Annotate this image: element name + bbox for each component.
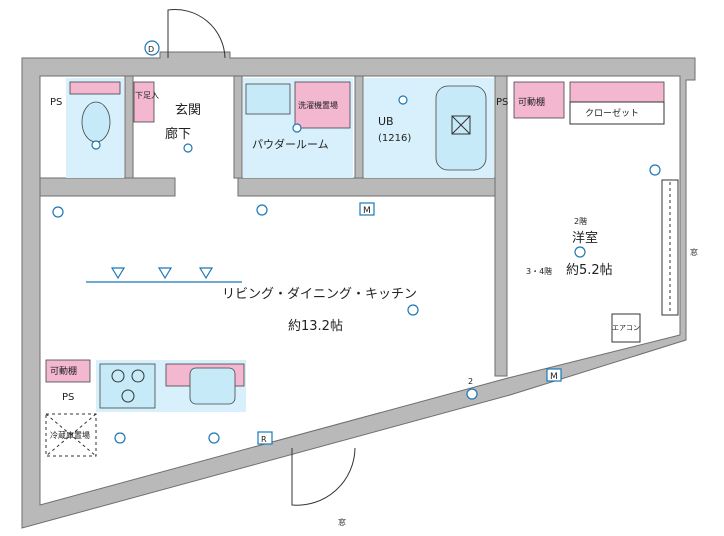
shoebox-cabinet: [133, 81, 155, 123]
socket-icon: [256, 204, 268, 216]
wall-powder-ub: [354, 75, 364, 179]
socket-icon: [649, 164, 661, 176]
powder-room-label: パウダールーム: [252, 137, 329, 151]
d-icon: [144, 40, 160, 56]
movable-shelf-top: [513, 81, 565, 119]
ldk-light-icon: [407, 304, 419, 316]
right-window: [661, 179, 679, 316]
ps-top-right-label: PS: [496, 97, 508, 108]
washer-space: [294, 81, 351, 129]
balcony-right-label: 窓: [690, 247, 698, 257]
cooktop: [99, 363, 156, 409]
socket-icon: [466, 388, 478, 400]
closet-shelf: [569, 81, 665, 103]
ps-top-left-label: PS: [50, 97, 62, 108]
light-34kai-label: 3・4階: [526, 266, 552, 276]
yoshitsu-label: 洋室: [572, 230, 598, 246]
toilet-light-icon: [91, 140, 101, 150]
aircon-label: エアコン: [612, 324, 640, 332]
upper-divider-wall-left: [39, 177, 176, 197]
m-label-1: M: [363, 206, 371, 216]
m-label-2: M: [550, 372, 558, 382]
light-2kai-label: 2階: [574, 216, 587, 226]
hall-light-icon: [183, 143, 193, 153]
r-label: R: [261, 435, 267, 444]
ub-light-icon: [398, 95, 408, 105]
wall-genkan-powder: [233, 75, 243, 179]
ldk-label: リビング・ダイニング・キッチン: [222, 287, 417, 302]
socket-icon: [52, 206, 64, 218]
socket-icon: [208, 432, 220, 444]
ub-size-label: (1216): [378, 133, 411, 144]
kitchen-sink: [189, 367, 236, 405]
movable-shelf-kitchen: [45, 359, 91, 383]
shoebox-label: 下足入: [135, 91, 159, 100]
washer-label: 洗濯機置場: [298, 100, 338, 110]
bath-drain: [451, 115, 471, 135]
ps-kitchen-label: PS: [62, 392, 74, 403]
closet-body: [569, 101, 665, 125]
fridge-space: [45, 413, 97, 457]
roka-label: 廊下: [165, 126, 191, 142]
toilet-shelf: [69, 81, 121, 95]
aircon-box: [611, 313, 641, 343]
ldk-size-label: 約13.2帖: [288, 319, 343, 334]
m-box-icon: [546, 368, 562, 382]
powder-light-icon: [292, 123, 302, 133]
ub-label: UB: [378, 115, 394, 128]
balcony-door-swing: [291, 447, 356, 506]
closet-label: クローゼット: [585, 107, 639, 119]
upper-divider-wall-right: [237, 177, 501, 197]
m-box-icon: [359, 202, 375, 216]
s2-label: 2: [468, 377, 473, 386]
r-icon: [257, 431, 273, 445]
bedroom-partition-wall: [494, 75, 508, 377]
powder-sink: [245, 83, 291, 115]
kadodana-kitchen-label: 可動棚: [50, 365, 77, 377]
genkan-label: 玄関: [175, 103, 201, 118]
socket-icon: [114, 432, 126, 444]
d-label: D: [148, 45, 154, 54]
wall-ps-genkan: [124, 75, 134, 179]
kadodana-top-label: 可動棚: [518, 96, 545, 108]
bedroom-light-icon: [574, 246, 586, 258]
fridge-label: 冷蔵庫置場: [50, 430, 90, 440]
balcony-bottom-label: 窓: [338, 517, 346, 527]
toilet-bowl: [81, 101, 111, 143]
entrance-door-swing: [167, 9, 226, 59]
bathtub: [435, 85, 487, 171]
yoshitsu-size-label: 約5.2帖: [566, 263, 613, 278]
